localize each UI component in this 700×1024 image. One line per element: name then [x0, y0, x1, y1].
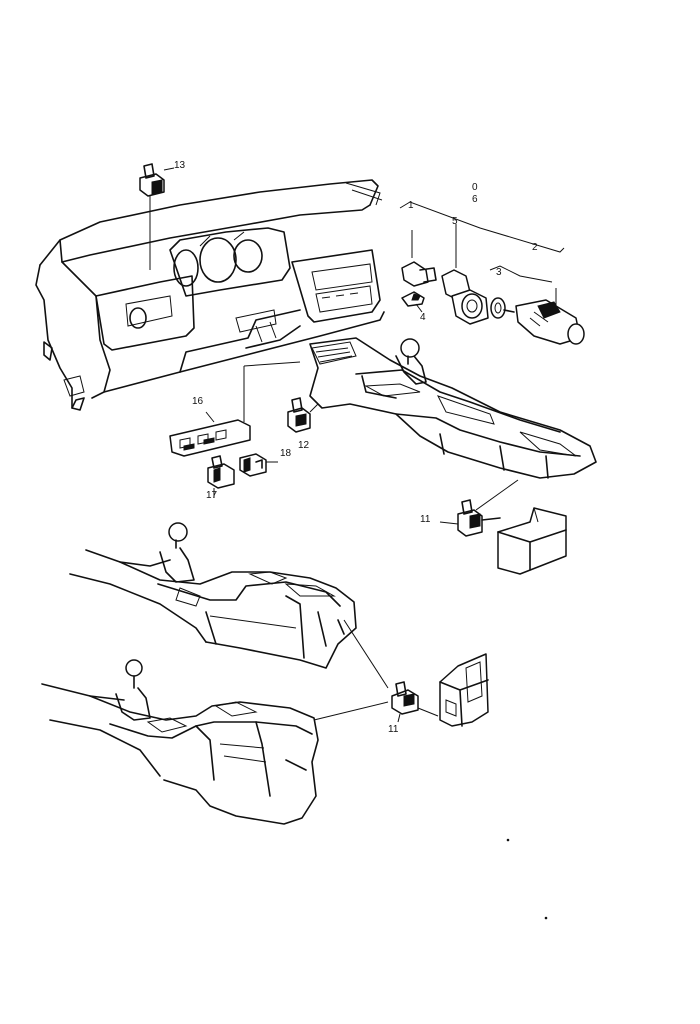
callout-12: 12	[298, 440, 310, 451]
callout-5: 5	[452, 216, 458, 227]
middle-console-view	[69, 522, 389, 689]
part-11-upper	[439, 479, 567, 575]
part-11-lower	[391, 653, 489, 727]
callout-0: 0	[472, 182, 478, 193]
part-16-switch-bank	[169, 361, 301, 457]
part-17-switch	[207, 455, 235, 498]
callout-2: 2	[532, 242, 538, 253]
lower-console-view	[41, 659, 389, 825]
callout-1: 1	[408, 200, 414, 211]
callout-17: 17	[206, 490, 218, 501]
callout-3: 3	[496, 267, 502, 278]
lighter-group	[399, 201, 585, 345]
part-12-switch	[287, 397, 319, 433]
callout-18: 18	[280, 448, 292, 459]
callout-13: 13	[174, 160, 186, 171]
speck	[544, 916, 548, 920]
callout-11-upper: 11	[420, 514, 431, 525]
callout-4: 4	[420, 312, 426, 323]
dashboard-assembly	[35, 179, 385, 411]
callout-6: 6	[472, 194, 478, 205]
part-13-switch	[139, 163, 175, 270]
callout-11-lower: 11	[388, 724, 399, 735]
callout-16: 16	[192, 396, 204, 407]
part-18-switch	[239, 453, 278, 477]
upper-center-console	[309, 337, 597, 479]
speck	[506, 838, 510, 842]
